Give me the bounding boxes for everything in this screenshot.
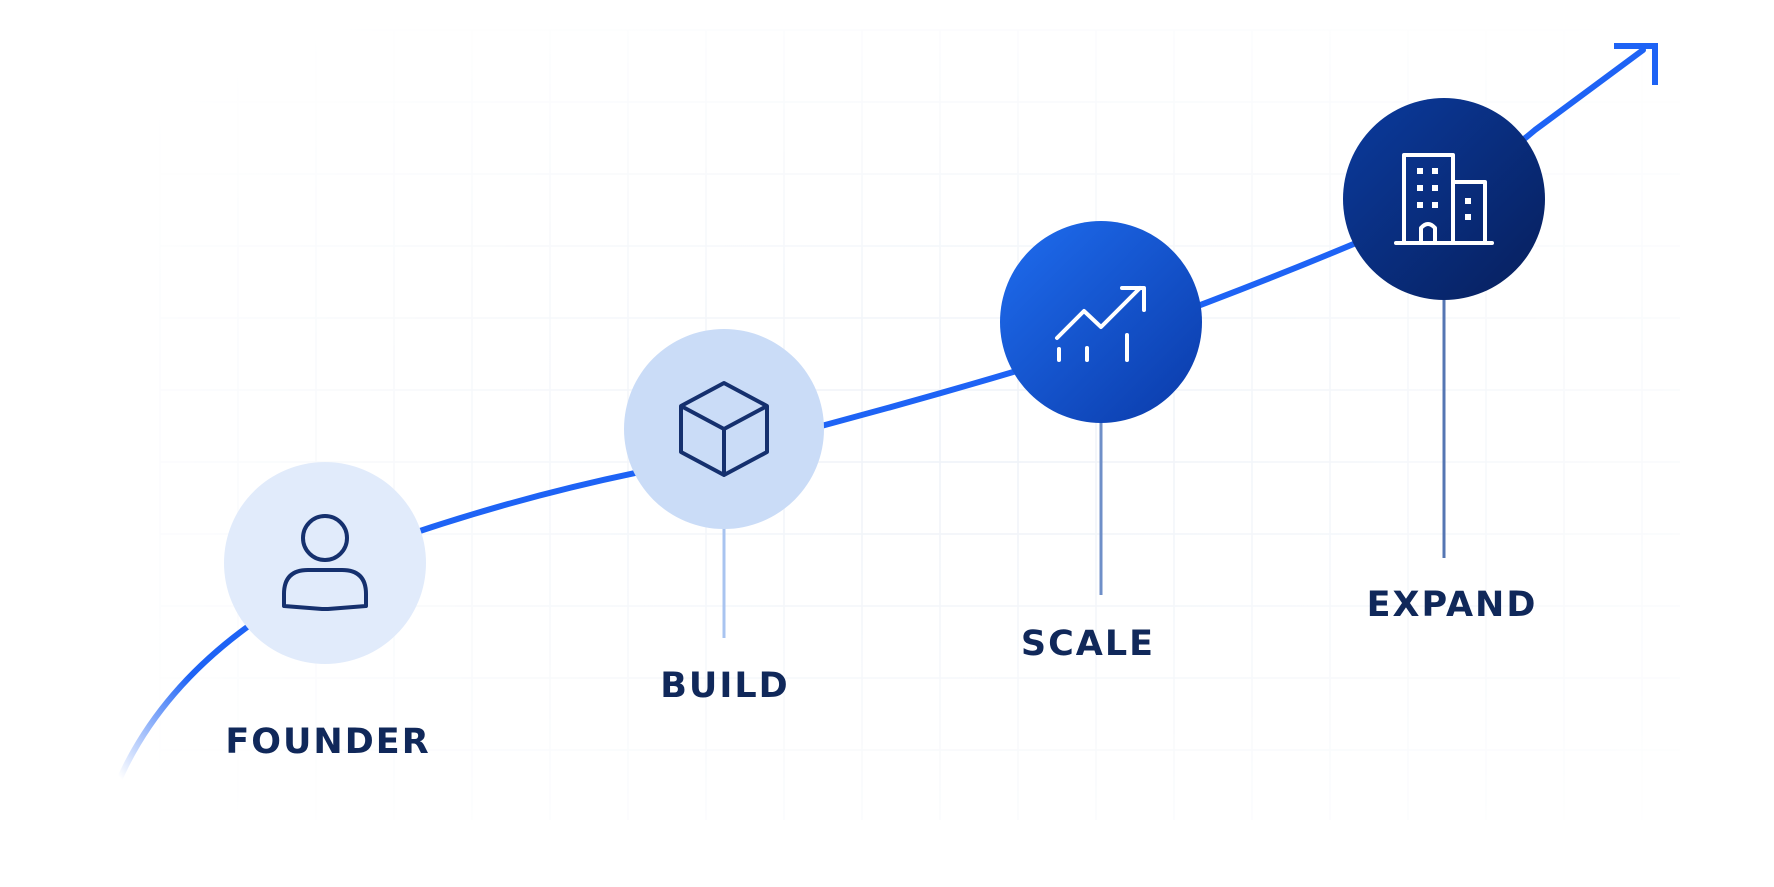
- stage-label-scale: SCALE: [1020, 624, 1156, 664]
- stage-node-scale: [1000, 221, 1202, 423]
- stage-node-founder: [224, 462, 426, 664]
- stage-label-founder: FOUNDER: [225, 722, 431, 762]
- arrow-head-icon: [1614, 43, 1658, 85]
- stage-label-expand: EXPAND: [1366, 585, 1538, 625]
- stage-label-build: BUILD: [660, 666, 790, 706]
- stage-node-expand: [1343, 98, 1545, 300]
- growth-chart-icon: [1055, 286, 1146, 362]
- cube-icon: [679, 381, 769, 477]
- growth-curve-tail: [117, 622, 253, 781]
- stage-node-build: [624, 329, 824, 529]
- founder-circle: [224, 462, 426, 664]
- person-icon: [282, 514, 368, 611]
- scale-circle: [1000, 221, 1202, 423]
- building-icon: [1394, 153, 1494, 245]
- expand-circle: [1343, 98, 1545, 300]
